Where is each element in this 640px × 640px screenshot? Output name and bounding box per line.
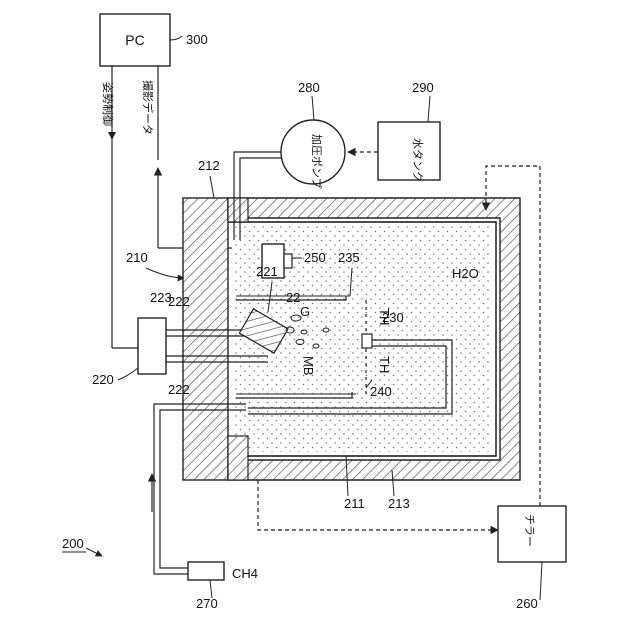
water-tank-ref: 290	[412, 80, 434, 95]
chiller-label: チラー	[523, 514, 536, 547]
ref-221: 221	[256, 264, 278, 279]
ref-235: 235	[338, 250, 360, 265]
ref-240: 240	[370, 384, 392, 399]
gas-ref: 270	[196, 596, 218, 611]
thermometer-label-lower: TH	[377, 356, 392, 373]
pump-ref: 280	[298, 80, 320, 95]
attitude-arrow	[108, 132, 116, 140]
chiller-ref: 260	[516, 596, 538, 611]
ref-223: 223	[150, 290, 172, 305]
camera-lens	[284, 254, 292, 268]
ref-222b: 222	[168, 382, 190, 397]
chiller-supply-line	[258, 480, 498, 530]
water-tank-290	[378, 122, 440, 180]
gas-label: CH4	[232, 566, 258, 581]
pc-label: PC	[125, 32, 144, 48]
ref-211: 211	[344, 496, 365, 511]
water-tank-label: 水タンク	[411, 138, 424, 182]
pc-ref: 300	[186, 32, 208, 47]
camera-ref: 250	[304, 250, 326, 265]
ref-210: 210	[126, 250, 148, 265]
actuator-ref: 220	[92, 372, 114, 387]
ref-213: 213	[388, 496, 410, 511]
ref-22: 22	[286, 290, 300, 305]
water-label: H2O	[452, 266, 479, 281]
lid-212	[183, 198, 228, 480]
ref-230: 230	[382, 310, 404, 325]
image-data-label: 撮影データ	[141, 80, 155, 135]
figure-number: 200	[62, 536, 84, 551]
pump-label: 加圧ポンプ	[310, 134, 323, 189]
ref-212: 212	[198, 158, 220, 173]
gas-bubble-label: G	[300, 304, 310, 319]
microbubble-label: MB	[301, 356, 316, 376]
sample-holder-230	[362, 334, 372, 348]
pc-leader	[170, 36, 182, 40]
attitude-control-label: 姿勢制御	[101, 82, 115, 126]
actuator-220	[138, 318, 166, 374]
gas-cylinder-270	[188, 562, 224, 580]
